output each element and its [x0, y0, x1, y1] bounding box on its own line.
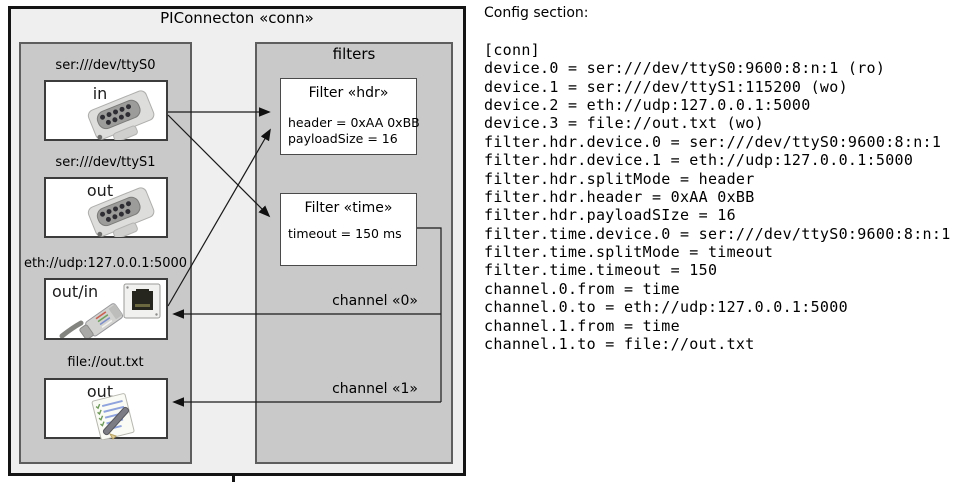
- filter-title: Filter «hdr»: [308, 85, 389, 101]
- config-line: filter.hdr.header = 0xAA 0xBB: [484, 187, 755, 206]
- channel-1-label: channel «1»: [332, 381, 418, 397]
- filter-property: payloadSize = 16: [288, 131, 398, 146]
- config-line: filter.hdr.device.1 = eth://udp:127.0.0.…: [484, 151, 914, 170]
- frame-bottom-tick: [232, 475, 235, 482]
- config-line: filter.hdr.payloadSIze = 16: [484, 206, 736, 225]
- device-direction-label: out: [86, 181, 114, 200]
- device-uri-label: file://out.txt: [67, 355, 144, 370]
- device-uri-label: ser:///dev/ttyS1: [55, 155, 156, 170]
- config-line: channel.0.to = eth://udp:127.0.0.1:5000: [484, 298, 848, 317]
- device-box-ttys1: out: [44, 177, 168, 238]
- filter-title: Filter «time»: [304, 200, 393, 216]
- channel-0-label: channel «0»: [332, 293, 418, 309]
- config-line: device.0 = ser:///dev/ttyS0:9600:8:n:1 (…: [484, 59, 886, 78]
- device-direction-label: in: [92, 84, 108, 103]
- device-direction-label: out: [86, 382, 114, 401]
- filter-property: timeout = 150 ms: [288, 226, 402, 241]
- device-uri-label: eth://udp:127.0.0.1:5000: [23, 256, 188, 271]
- config-line: [conn]: [484, 40, 540, 59]
- device-direction-label: out/in: [52, 282, 99, 301]
- device-uri-label: ser:///dev/ttyS0: [55, 58, 156, 73]
- config-line: channel.0.from = time: [484, 279, 680, 298]
- config-section: Config section: [conn] device.0 = ser://…: [484, 4, 962, 353]
- config-line: channel.1.from = time: [484, 316, 680, 335]
- diagram-title: PIConnecton «conn»: [160, 9, 314, 27]
- config-line: device.3 = file://out.txt (wo): [484, 114, 764, 133]
- config-heading: Config section:: [484, 5, 589, 21]
- config-line: filter.hdr.device.0 = ser:///dev/ttyS0:9…: [484, 132, 942, 151]
- config-blank-line: [484, 22, 962, 40]
- filter-property: header = 0xAA 0xBB: [288, 115, 420, 130]
- config-line: filter.hdr.splitMode = header: [484, 169, 755, 188]
- config-line: channel.1.to = file://out.txt: [484, 335, 755, 354]
- filter-box-hdr: Filter «hdr» header = 0xAA 0xBB payloadS…: [280, 78, 420, 155]
- filters-panel-title: filters: [332, 45, 376, 63]
- device-box-ttys0: in: [44, 80, 168, 141]
- filter-box-time: Filter «time» timeout = 150 ms: [280, 193, 417, 266]
- config-line: device.2 = eth://udp:127.0.0.1:5000: [484, 95, 811, 114]
- config-line: filter.time.splitMode = timeout: [484, 243, 774, 262]
- config-line: filter.time.timeout = 150: [484, 261, 718, 280]
- device-box-file: out: [44, 378, 168, 440]
- config-line: filter.time.device.0 = ser:///dev/ttyS0:…: [484, 224, 951, 243]
- config-line: device.1 = ser:///dev/ttyS1:115200 (wo): [484, 77, 848, 96]
- device-box-eth: out/in: [44, 278, 168, 340]
